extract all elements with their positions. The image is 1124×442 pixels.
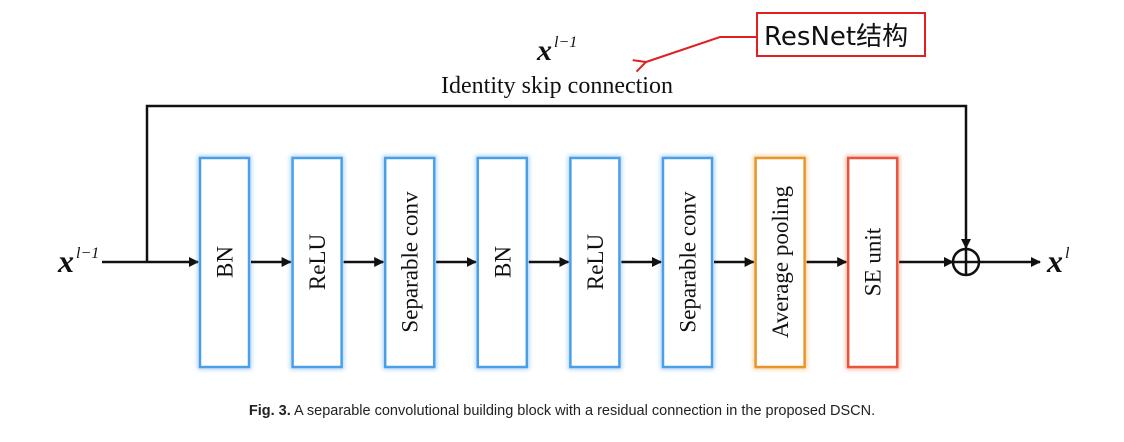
block-box	[754, 156, 806, 369]
block-6: Separable conv	[660, 155, 715, 370]
block-label: Separable conv	[398, 191, 423, 333]
block-label: ReLU	[305, 234, 330, 291]
block-5: ReLU	[567, 155, 622, 370]
block-box	[569, 156, 621, 369]
annotation-text: ResNet结构	[764, 22, 908, 52]
resnet-annotation: ResNet结构	[646, 12, 926, 62]
block-label: Separable conv	[676, 191, 701, 333]
block-label: BN	[490, 246, 515, 278]
caption-text: A separable convolutional building block…	[293, 403, 876, 419]
block-4: BN	[475, 155, 530, 370]
block-box	[476, 156, 529, 369]
block-box	[846, 156, 899, 369]
block-8: SE unit	[845, 155, 900, 370]
block-label: ReLU	[583, 234, 608, 291]
block-label: BN	[213, 246, 238, 278]
sum-node	[951, 247, 981, 277]
block-box	[661, 156, 714, 369]
block-label: SE unit	[861, 227, 886, 296]
block-box	[198, 156, 251, 369]
block-2: ReLU	[290, 155, 345, 370]
annotation-box	[756, 12, 926, 57]
block-label: Average pooling	[768, 185, 793, 338]
caption-prefix: Fig. 3.	[248, 403, 291, 419]
block-1: BN	[197, 155, 252, 370]
block-3: Separable conv	[382, 155, 437, 370]
block-7: Average pooling	[753, 155, 808, 370]
skip-connection-line	[145, 104, 971, 262]
figure-caption: Fig. 3. A separable convolutional buildi…	[0, 403, 1124, 419]
block-group: BN ReLU Separable conv BN ReLU Separable conv…	[197, 155, 900, 370]
block-box	[383, 156, 436, 369]
block-box	[291, 156, 343, 369]
annotation-arrow	[646, 36, 757, 62]
skip-connection-label: Identity skip connection	[441, 73, 673, 99]
